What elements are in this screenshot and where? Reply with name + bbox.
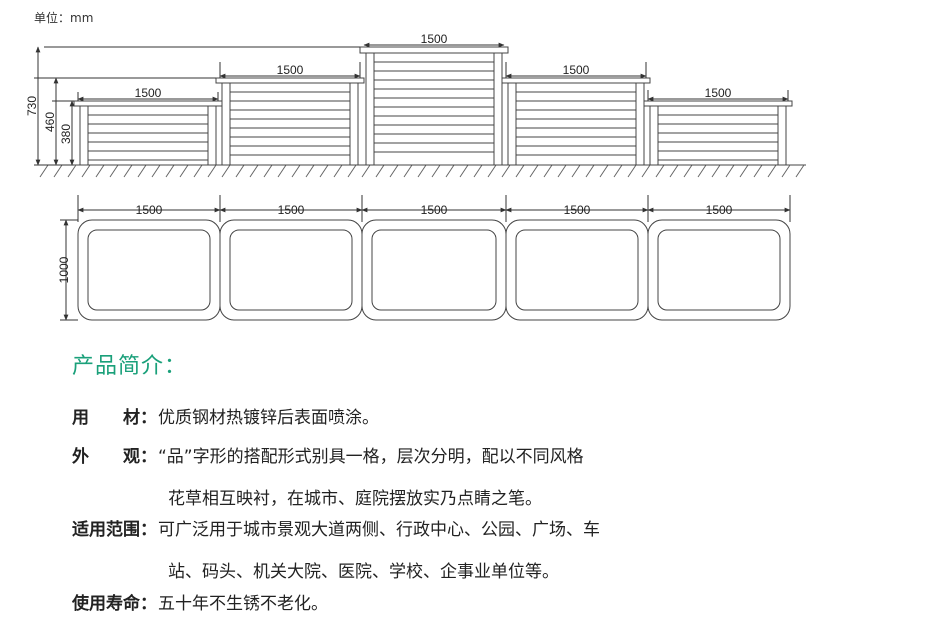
spec-material-label: 用 材： — [72, 408, 157, 428]
planter-elevation-1 — [73, 100, 223, 166]
plan-width-label-3: 1500 — [421, 203, 448, 217]
planter-plan-4 — [505, 219, 649, 321]
elevation-width-label-2: 1500 — [277, 63, 304, 77]
planter-technical-drawing: 1500 1500 1500 1500 1500 730 460 380 — [25, 32, 806, 321]
planter-plan-5 — [647, 219, 791, 321]
elevation-width-label-5: 1500 — [705, 86, 732, 100]
spec-appearance-continuation: 花草相互映衬，在城市、庭院摆放实乃点睛之笔。 — [168, 489, 542, 509]
spec-appearance-label: 外 观： — [72, 447, 157, 467]
spec-application-label: 适用范围： — [72, 520, 157, 540]
planter-elevation-5 — [643, 100, 793, 166]
plan-width-label-5: 1500 — [706, 203, 733, 217]
plan-width-dims — [77, 195, 791, 222]
height-label-380: 380 — [59, 124, 73, 144]
height-label-730: 730 — [25, 96, 39, 116]
planter-elevation-2 — [215, 77, 365, 166]
height-label-460: 460 — [43, 112, 57, 132]
planter-plan-2 — [219, 219, 363, 321]
spec-material: 用 材：优质钢材热镀锌后表面喷涂。 — [72, 408, 379, 428]
plan-view — [60, 195, 791, 321]
plan-width-label-4: 1500 — [564, 203, 591, 217]
planter-elevation-4 — [501, 77, 651, 166]
plan-width-label-2: 1500 — [278, 203, 305, 217]
unit-label: 单位：mm — [34, 11, 94, 25]
elevation-width-dims — [77, 42, 789, 102]
planter-elevation-3 — [359, 46, 509, 166]
elevation-width-label-4: 1500 — [563, 63, 590, 77]
plan-depth-dim — [60, 219, 78, 321]
elevation-height-dims — [34, 46, 360, 166]
plan-depth-label: 1000 — [57, 256, 71, 283]
spec-appearance: 外 观：“品”字形的搭配形式别具一格，层次分明，配以不同风格 — [72, 447, 584, 467]
spec-material-value: 优质钢材热镀锌后表面喷涂。 — [158, 408, 379, 428]
spec-lifespan-label: 使用寿命： — [72, 594, 157, 614]
product-intro-title: 产品简介： — [72, 354, 188, 379]
planter-plan-3 — [361, 219, 507, 321]
plan-width-label-1: 1500 — [136, 203, 163, 217]
elevation-width-label-3: 1500 — [421, 32, 448, 46]
elevation-width-label-1: 1500 — [135, 86, 162, 100]
elevation-view — [34, 42, 806, 178]
spec-application: 适用范围：可广泛用于城市景观大道两侧、行政中心、公园、广场、车 — [72, 520, 600, 540]
spec-application-continuation: 站、码头、机关大院、医院、学校、企事业单位等。 — [168, 562, 559, 582]
ground-hatch — [39, 164, 805, 178]
spec-lifespan-value: 五十年不生锈不老化。 — [158, 594, 328, 614]
planter-plan-1 — [77, 219, 221, 321]
spec-application-value: 可广泛用于城市景观大道两侧、行政中心、公园、广场、车 — [158, 520, 600, 540]
spec-lifespan: 使用寿命：五十年不生锈不老化。 — [72, 594, 328, 614]
spec-appearance-value: “品”字形的搭配形式别具一格，层次分明，配以不同风格 — [158, 447, 584, 467]
